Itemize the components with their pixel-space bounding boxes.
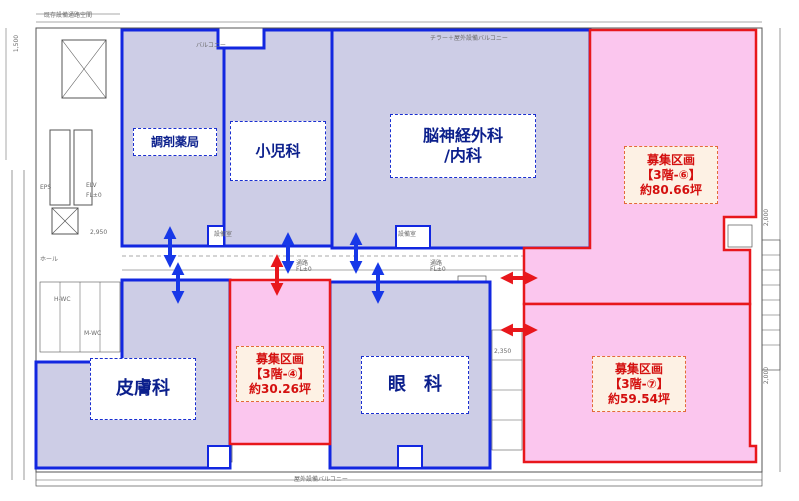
label-vacancy-4-line-3: 約30.26坪: [249, 381, 311, 396]
wc-h-label: H-WC: [54, 296, 71, 303]
red-arrows: [270, 254, 538, 337]
label-vacancy-7-line-3: 約59.54坪: [608, 391, 670, 406]
dim-2000-a: 2,000: [763, 208, 771, 227]
label-neurosurgery: 脳神経外科 /内科: [390, 114, 536, 178]
top-right-note: チラー＋屋外設備バルコニー: [430, 35, 508, 42]
label-vacancy-4-line-2: 【3階-④】: [250, 366, 310, 381]
fl-label-core: FL±0: [86, 192, 102, 199]
label-vacancy-4: 募集区画 【3階-④】 約30.26坪: [236, 346, 324, 402]
label-pharmacy: 調剤薬局: [133, 128, 217, 156]
balcony-bottom-label: 屋外設備バルコニー: [294, 476, 348, 483]
label-dermatology-line-1: 皮膚科: [116, 377, 170, 399]
hall-label: ホール: [40, 256, 59, 263]
label-ophthalmology-line-1: 眼 科: [388, 373, 442, 395]
label-pediatrics-line-1: 小児科: [255, 141, 301, 160]
label-ophthalmology: 眼 科: [361, 356, 469, 414]
label-vacancy-6: 募集区画 【3階-⑥】 約80.66坪: [624, 146, 718, 204]
label-vacancy-4-line-1: 募集区画: [255, 351, 304, 366]
blue-arrows: [163, 226, 385, 304]
eps-label: EPS: [40, 184, 52, 191]
label-dermatology: 皮膚科: [90, 358, 196, 420]
label-vacancy-7-line-1: 募集区画: [614, 361, 663, 376]
building-outline: [5, 13, 781, 487]
corridor-label-1: 通路: [296, 260, 309, 267]
balcony-top-label: バルコニー: [196, 42, 226, 49]
dim-2350: 2,350: [494, 348, 512, 355]
elv-label: ELV: [86, 182, 97, 189]
equipment-notches: [207, 225, 431, 469]
dim-1500: 1,500: [13, 34, 21, 53]
label-pediatrics: 小児科: [230, 121, 326, 181]
label-neurosurgery-line-2: /内科: [444, 146, 482, 165]
dim-2000-b: 2,000: [763, 366, 771, 385]
wc-m-label: M-WC: [84, 330, 102, 337]
label-vacancy-7: 募集区画 【3階-⑦】 約59.54坪: [592, 356, 686, 412]
equipment-label-1: 設備室: [398, 231, 417, 238]
label-vacancy-7-line-2: 【3階-⑦】: [609, 376, 669, 391]
equipment-label-2: 設備室: [214, 231, 233, 238]
label-neurosurgery-line-1: 脳神経外科: [422, 126, 503, 145]
label-pharmacy-line-1: 調剤薬局: [150, 134, 199, 149]
fl-label-2: FL±0: [430, 266, 446, 273]
label-vacancy-6-line-3: 約80.66坪: [640, 182, 702, 197]
dim-2950: 2,950: [90, 229, 108, 236]
fl-label-1: FL±0: [296, 266, 312, 273]
top-left-note: 既存設備通路空間: [44, 12, 93, 19]
label-vacancy-6-line-2: 【3階-⑥】: [641, 167, 701, 182]
label-vacancy-6-line-1: 募集区画: [646, 152, 695, 167]
corridor-label-2: 通路: [430, 260, 443, 267]
